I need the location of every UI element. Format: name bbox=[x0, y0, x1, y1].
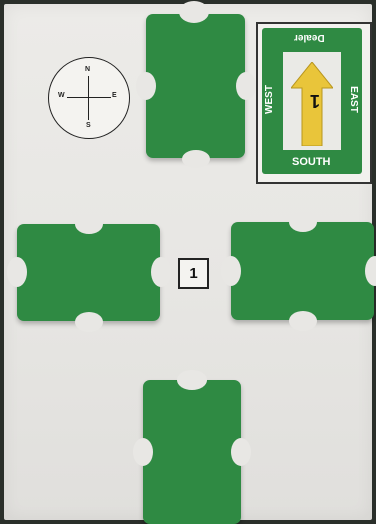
card-notch bbox=[151, 257, 171, 287]
arrow-number: 1 bbox=[305, 90, 325, 111]
compass: N S E W bbox=[48, 57, 130, 139]
center-number-box: 1 bbox=[178, 258, 209, 289]
dealer-indicator: Dealer WEST EAST SOUTH 1 bbox=[256, 22, 372, 184]
indicator-top-label: Dealer bbox=[294, 32, 325, 43]
west-card[interactable] bbox=[17, 224, 160, 321]
compass-horizontal-line bbox=[67, 97, 111, 98]
card-notch bbox=[75, 312, 103, 332]
indicator-right-label: EAST bbox=[348, 86, 359, 113]
south-card[interactable] bbox=[143, 380, 241, 524]
north-card[interactable] bbox=[146, 14, 245, 158]
east-card[interactable] bbox=[231, 222, 374, 320]
card-notch bbox=[221, 256, 241, 286]
compass-south-label: S bbox=[86, 122, 91, 129]
compass-north-label: N bbox=[85, 66, 90, 73]
card-notch bbox=[179, 1, 209, 23]
card-notch bbox=[133, 438, 153, 466]
compass-east-label: E bbox=[112, 92, 117, 99]
indicator-bottom-label: SOUTH bbox=[292, 156, 331, 168]
card-notch bbox=[182, 150, 210, 168]
card-notch bbox=[177, 370, 207, 390]
card-notch bbox=[289, 212, 317, 232]
compass-west-label: W bbox=[58, 92, 65, 99]
card-notch bbox=[365, 256, 376, 286]
card-notch bbox=[236, 72, 256, 100]
card-notch bbox=[231, 438, 251, 466]
indicator-frame: Dealer WEST EAST SOUTH 1 bbox=[262, 28, 362, 174]
card-notch bbox=[136, 72, 156, 100]
card-notch bbox=[75, 214, 103, 234]
card-notch bbox=[7, 257, 27, 287]
compass-vertical-line bbox=[88, 76, 89, 120]
indicator-inner: 1 bbox=[283, 52, 341, 150]
card-notch bbox=[289, 311, 317, 331]
indicator-left-label: WEST bbox=[264, 85, 275, 114]
